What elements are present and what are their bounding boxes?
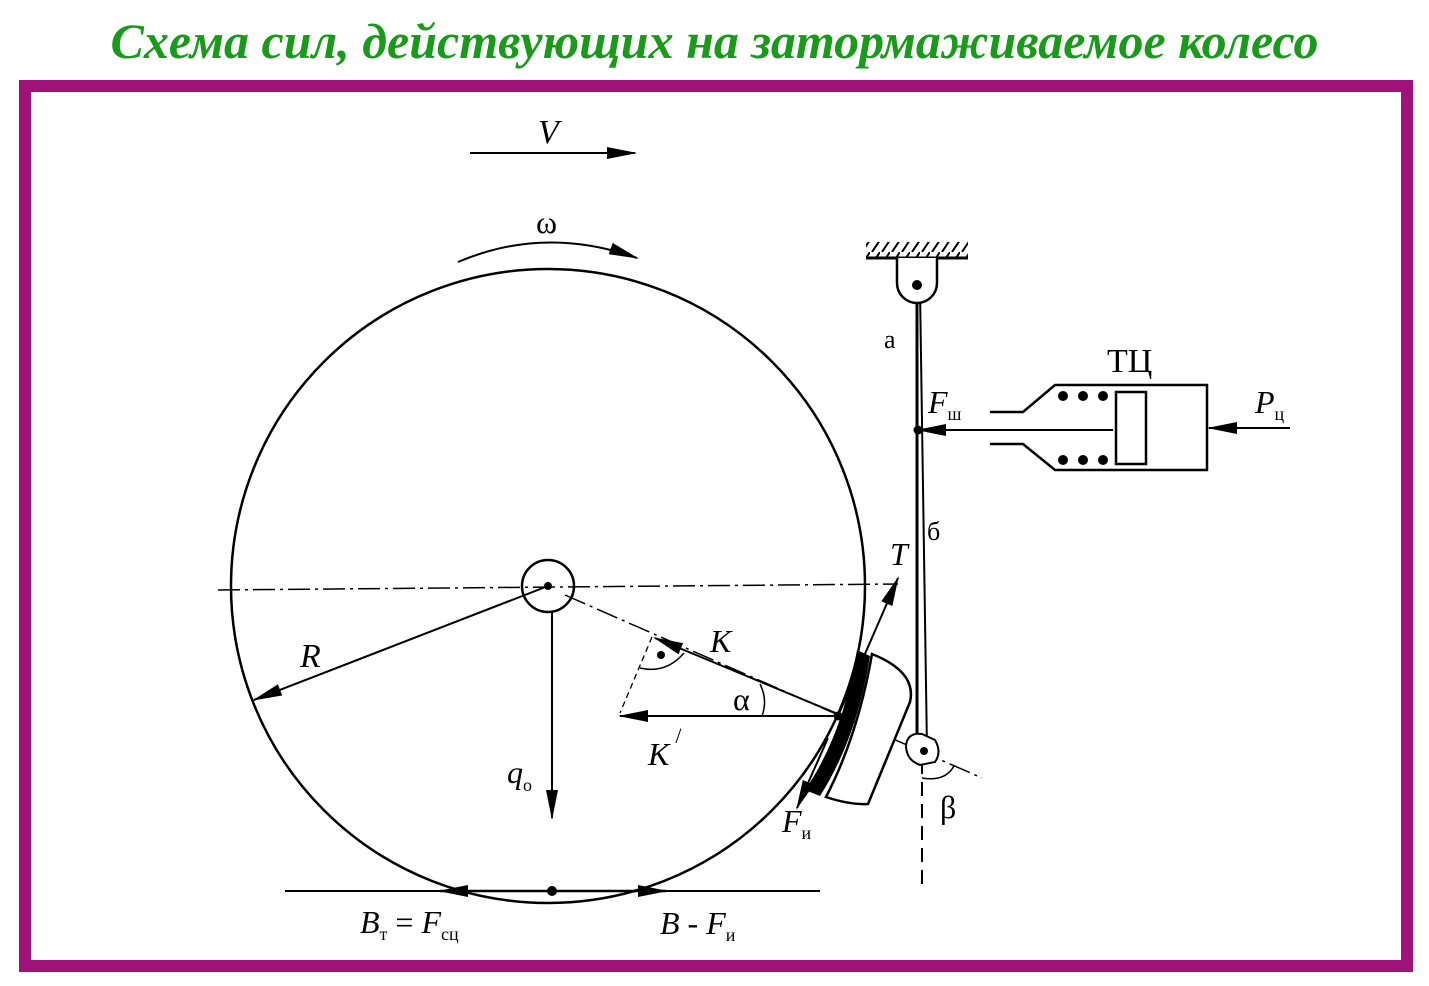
wheel-hub [520, 558, 576, 614]
label-b: б [927, 517, 940, 546]
frame-border [19, 80, 1413, 972]
page-title: Схема сил, действующих на затормаживаемо… [110, 13, 1319, 69]
label-v: V [538, 114, 563, 151]
label-k: K [709, 623, 733, 659]
label-tc: ТЦ [1107, 343, 1152, 380]
label-omega: ω [536, 204, 557, 240]
label-fsh: Fш [927, 384, 962, 424]
cylinder-piston [1114, 390, 1148, 466]
label-alpha: α [733, 681, 750, 717]
shoe-pin-point [920, 747, 928, 755]
brake-shoe [805, 650, 913, 806]
label-pc: Pц [1254, 384, 1285, 424]
lever-joint [913, 425, 923, 435]
brake-cylinder [990, 383, 1209, 472]
force-k-arrow [653, 637, 839, 715]
radius-arrow [252, 585, 549, 701]
label-t: T [890, 536, 910, 572]
label-k-prime: K/ [647, 723, 682, 772]
angular-velocity-arrow [457, 241, 639, 263]
label-fi: Fи [781, 803, 812, 843]
construction-line [619, 636, 653, 714]
contact-point [833, 711, 843, 721]
label-beta: β [940, 789, 956, 825]
label-a: а [884, 325, 896, 354]
alpha-arc [759, 683, 766, 717]
force-t-arrow [837, 576, 899, 717]
beta-arc [921, 765, 955, 780]
label-r: R [299, 638, 321, 675]
wheel-circle [229, 267, 867, 905]
label-b-fi: B - Fи [660, 905, 736, 945]
label-bt-fsc: Bт = Fсц [360, 904, 459, 944]
right-angle-dot [657, 651, 665, 659]
label-q: qо [507, 754, 532, 795]
center-line [217, 583, 899, 591]
brake-lever [915, 285, 928, 751]
fixed-support [866, 242, 968, 305]
right-angle-arc [639, 652, 685, 671]
force-fi-arrow [796, 737, 829, 810]
rail-contact-point [547, 886, 557, 896]
